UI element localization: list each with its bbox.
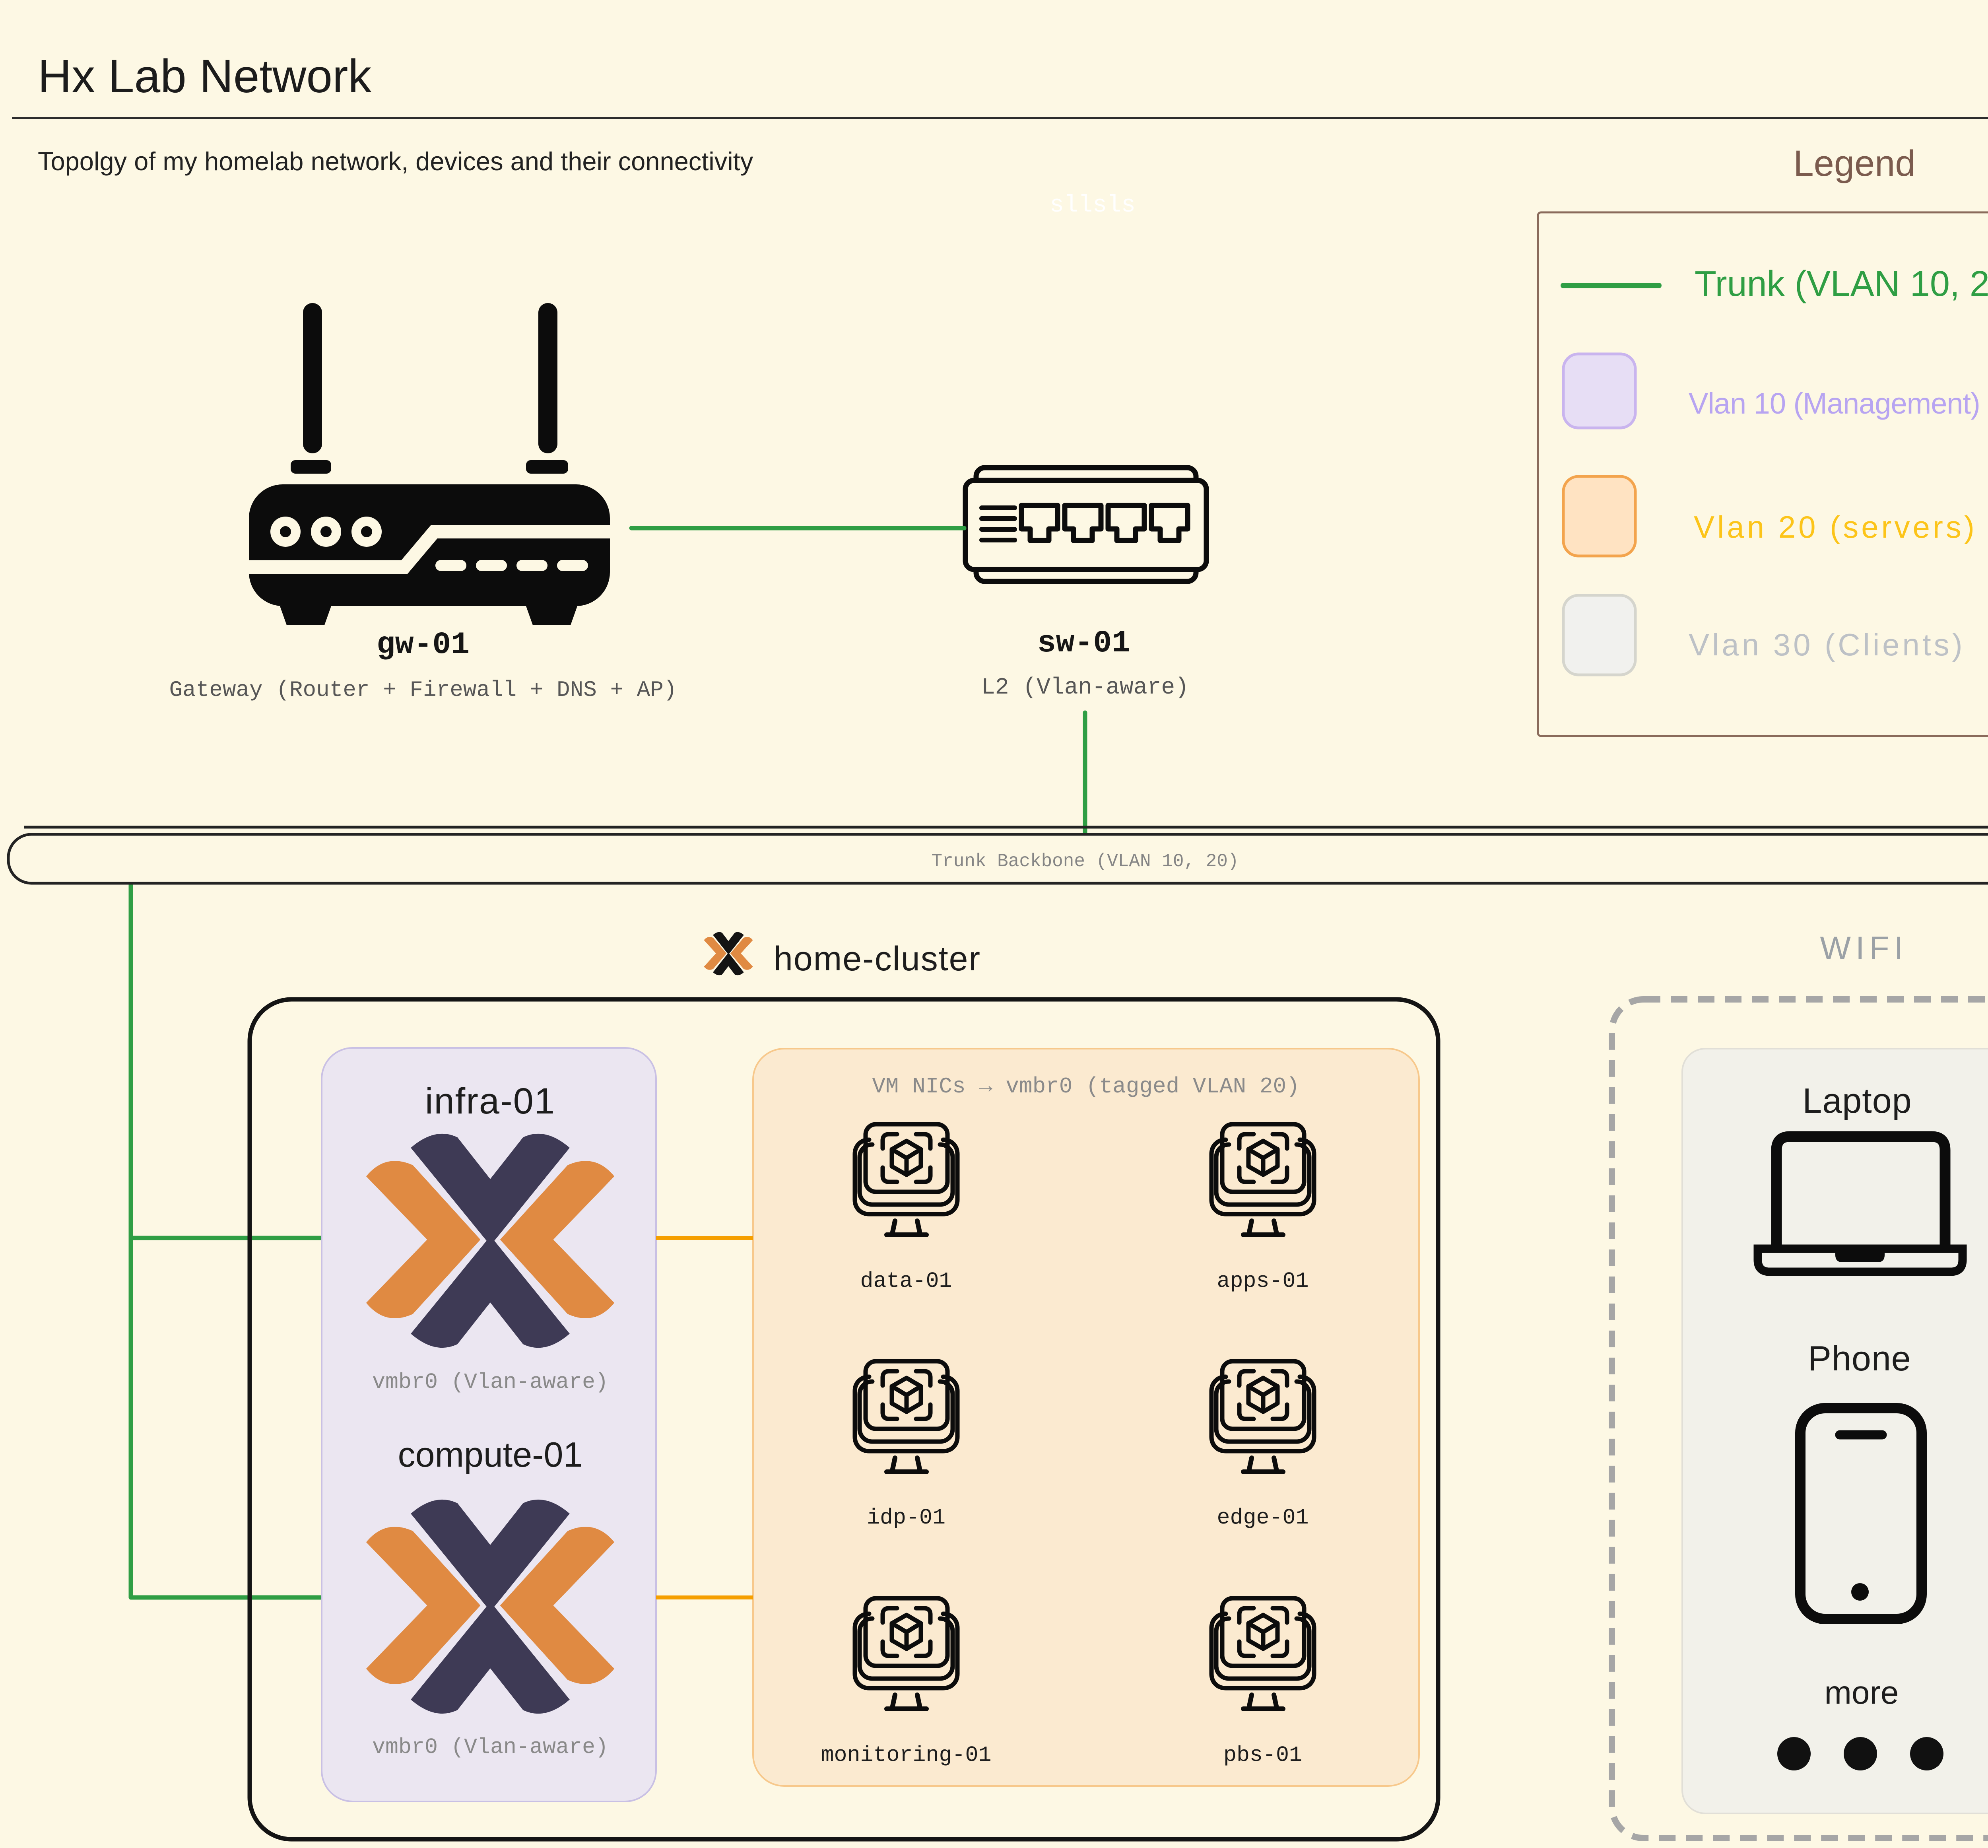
svg-text:WIFI: WIFI (1820, 930, 1908, 966)
svg-text:VM NICs → vmbr0 (tagged VLAN 2: VM NICs → vmbr0 (tagged VLAN 20) (872, 1074, 1299, 1099)
svg-text:data-01: data-01 (860, 1269, 952, 1294)
svg-text:idp-01: idp-01 (867, 1505, 945, 1530)
svg-text:home-cluster: home-cluster (774, 940, 981, 978)
svg-text:sw-01: sw-01 (1037, 626, 1130, 661)
svg-text:Laptop: Laptop (1802, 1081, 1912, 1120)
svg-text:gw-01: gw-01 (377, 628, 470, 663)
svg-text:vmbr0 (Vlan-aware): vmbr0 (Vlan-aware) (372, 1370, 608, 1395)
svg-text:Phone: Phone (1808, 1339, 1911, 1378)
svg-text:Trunk (VLAN 10, 20): Trunk (VLAN 10, 20) (1695, 264, 1988, 304)
svg-text:pbs-01: pbs-01 (1223, 1743, 1302, 1768)
svg-text:Legend: Legend (1794, 143, 1916, 184)
svg-text:edge-01: edge-01 (1217, 1505, 1309, 1530)
svg-text:Vlan 20 (servers): Vlan 20 (servers) (1694, 509, 1977, 544)
svg-text:vmbr0 (Vlan-aware): vmbr0 (Vlan-aware) (372, 1735, 608, 1760)
svg-text:monitoring-01: monitoring-01 (821, 1743, 991, 1768)
svg-text:sllsls: sllsls (1050, 192, 1136, 219)
svg-text:more: more (1825, 1675, 1899, 1711)
svg-text:L2 (Vlan-aware): L2 (Vlan-aware) (981, 675, 1189, 701)
svg-text:Vlan 30 (Clients): Vlan 30 (Clients) (1689, 627, 1965, 662)
svg-text:Hx Lab Network: Hx Lab Network (38, 50, 372, 103)
svg-text:Gateway (Router + Firewall + D: Gateway (Router + Firewall + DNS + AP) (169, 677, 677, 703)
svg-text:apps-01: apps-01 (1217, 1269, 1309, 1294)
svg-text:infra-01: infra-01 (425, 1081, 555, 1121)
svg-text:compute-01: compute-01 (398, 1435, 583, 1474)
svg-text:Vlan 10 (Management): Vlan 10 (Management) (1689, 387, 1980, 420)
svg-text:Topolgy of my homelab network,: Topolgy of my homelab network, devices a… (38, 147, 753, 176)
svg-text:Trunk Backbone (VLAN 10, 20): Trunk Backbone (VLAN 10, 20) (932, 851, 1239, 872)
